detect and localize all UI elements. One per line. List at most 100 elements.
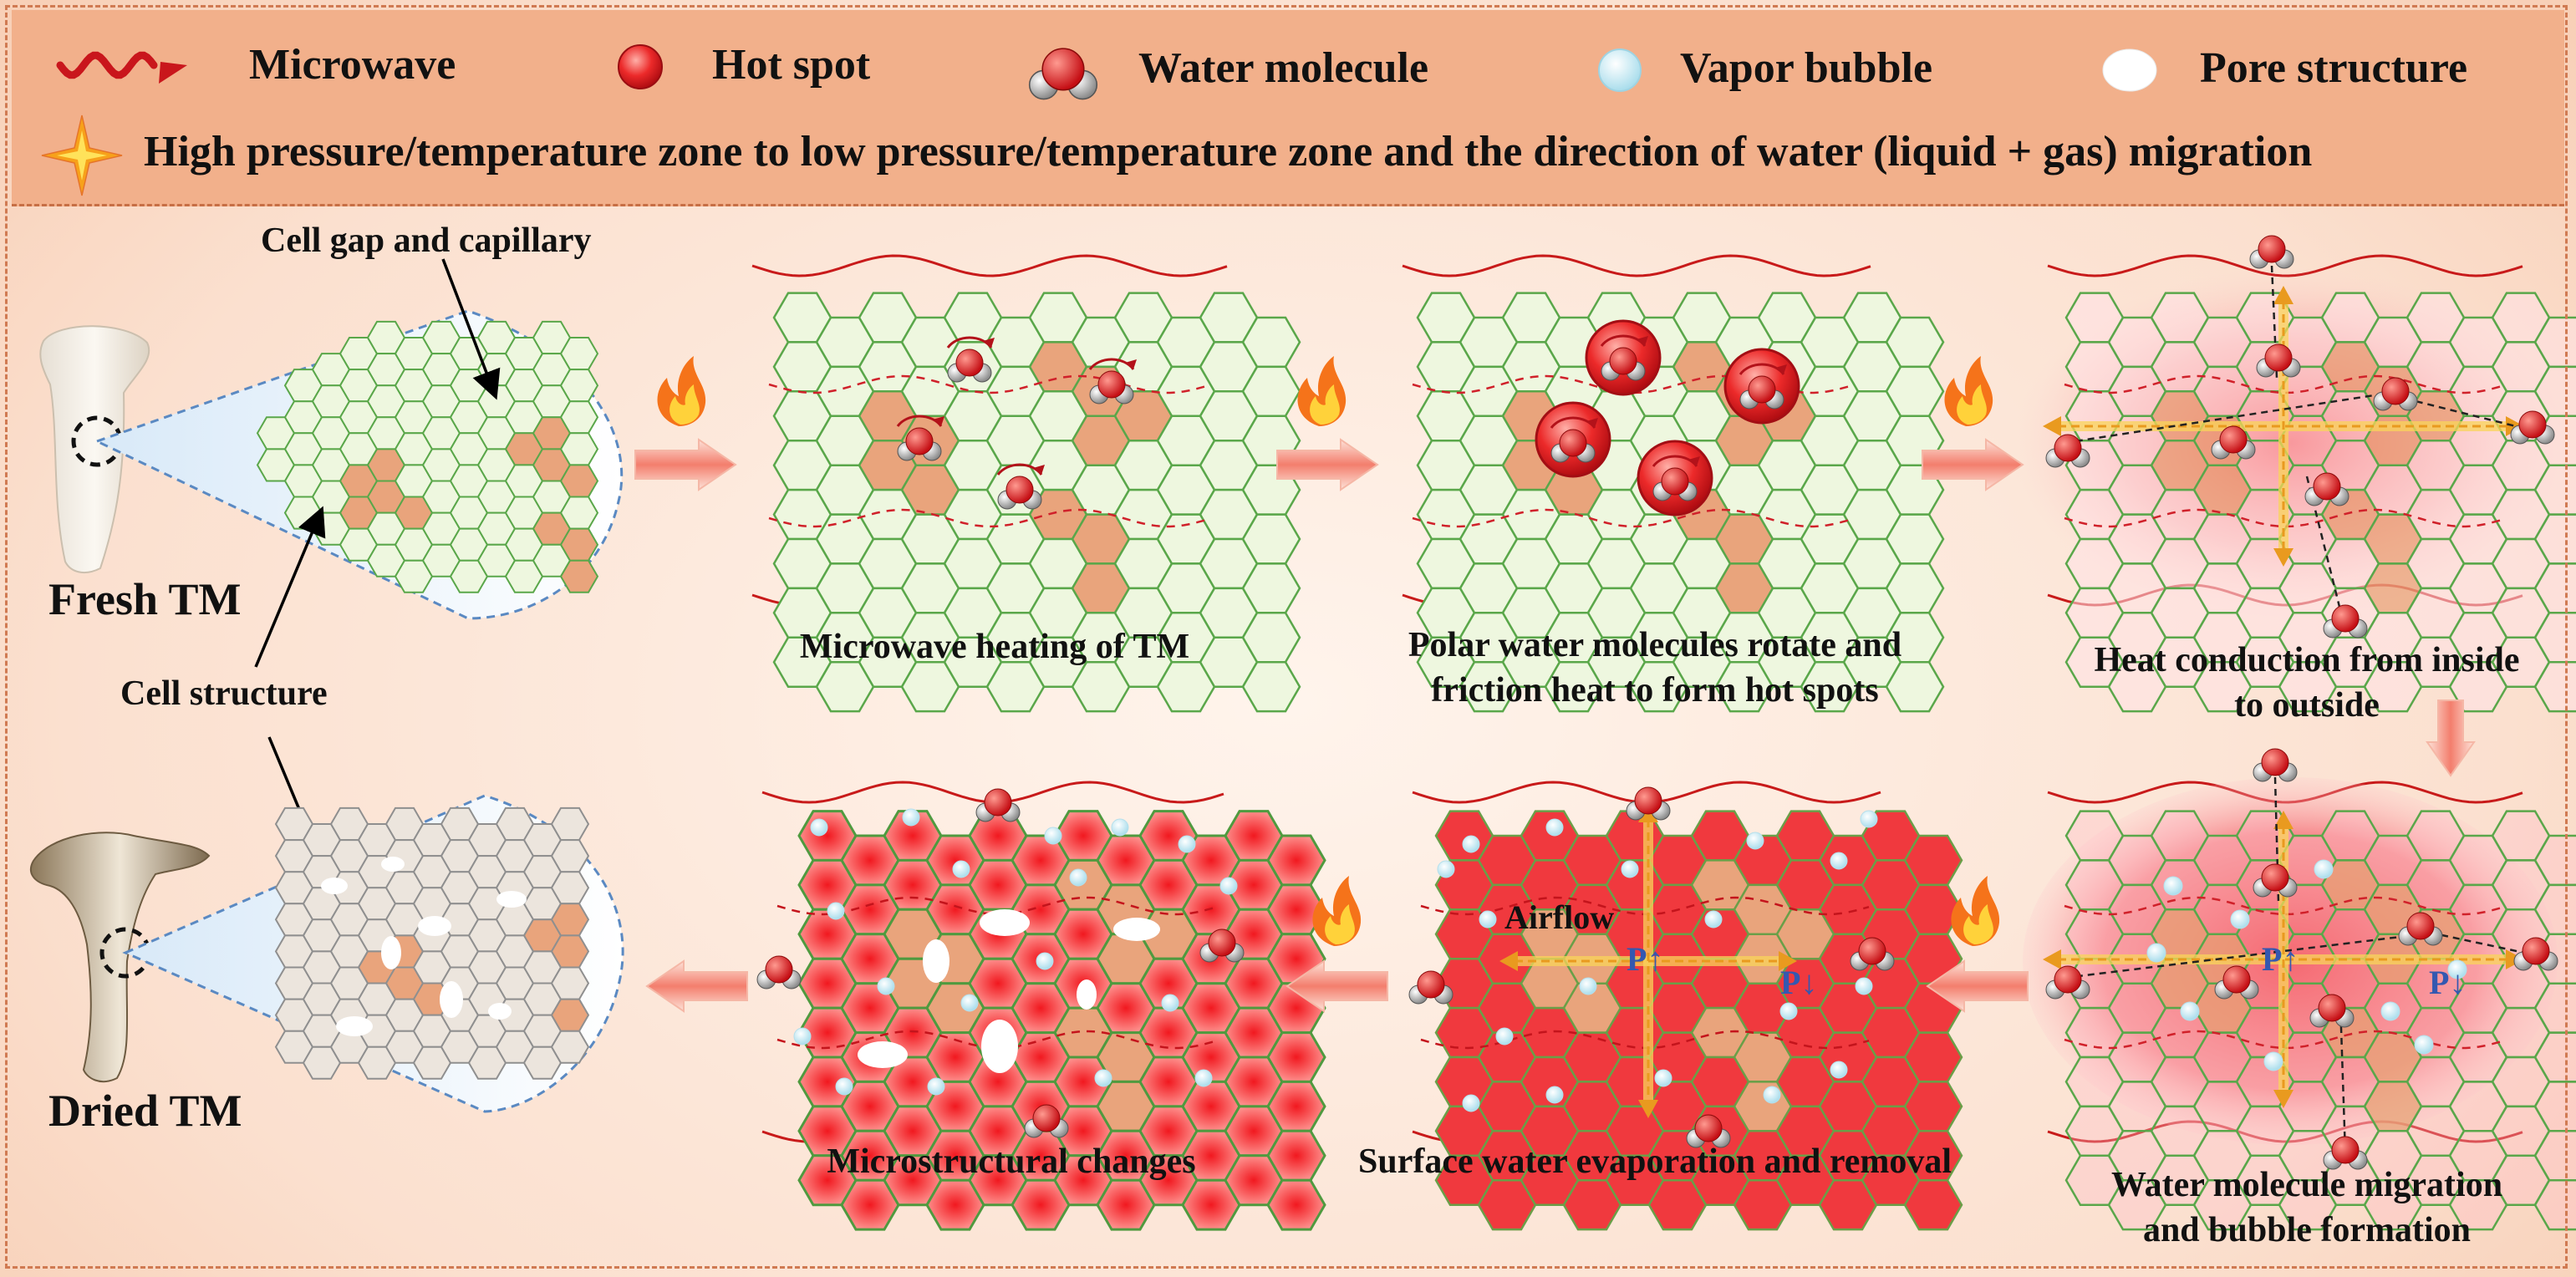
step3-path-horizontal bbox=[2064, 391, 2391, 445]
step3-migration-cross bbox=[2043, 286, 2524, 567]
legend-vapor-bubble-icon bbox=[1598, 48, 1642, 92]
step3-molecule-2 bbox=[2211, 425, 2256, 460]
dried-pore-4 bbox=[496, 891, 527, 908]
step3-molecule-1 bbox=[2256, 343, 2301, 378]
step2-hot-spot-4 bbox=[1637, 440, 1713, 516]
step1-molecule-3 bbox=[896, 415, 944, 461]
step3-panel bbox=[2014, 235, 2576, 713]
step4-bubble-7 bbox=[2447, 959, 2467, 979]
dried-cell-grid bbox=[274, 806, 590, 1080]
step4-path-down bbox=[2339, 1002, 2347, 1154]
step1-caption: Microwave heating of TM bbox=[799, 628, 1190, 666]
dried-pore-7 bbox=[336, 1016, 373, 1036]
step6-bubble-17 bbox=[1069, 868, 1087, 887]
fresh-tm-panel bbox=[39, 258, 624, 883]
step5-molecule-left bbox=[1408, 970, 1453, 1005]
legend-pore-structure-icon bbox=[2102, 48, 2157, 92]
step5-bubble-12 bbox=[1462, 1094, 1480, 1112]
step5-bubble-9 bbox=[1579, 977, 1597, 995]
step5-bubble-3 bbox=[1621, 860, 1639, 878]
step1-wave-top bbox=[751, 254, 1228, 277]
step1-molecule-4 bbox=[996, 463, 1045, 510]
step6-molecule-left bbox=[756, 955, 802, 990]
step6-bubble-10 bbox=[1161, 994, 1179, 1012]
step1-molecule-1 bbox=[946, 336, 995, 383]
flame-icon-4 bbox=[1951, 876, 2000, 946]
cell-gap-label: Cell gap and capillary bbox=[261, 221, 592, 260]
step2-hot-spot-3 bbox=[1535, 401, 1611, 478]
step5-bubble-11 bbox=[1830, 1061, 1848, 1079]
step3-caption-line2: to outside bbox=[2234, 686, 2380, 725]
flame-icon-1 bbox=[657, 356, 706, 426]
step6-bubble-7 bbox=[827, 902, 845, 920]
step6-molecule-top bbox=[975, 788, 1021, 822]
legend-hot-spot-label: Hot spot bbox=[712, 41, 871, 89]
fresh-tm-label: Fresh TM bbox=[48, 574, 242, 624]
step2-wave-top bbox=[1402, 254, 1871, 277]
pressure-low-label-5: P↓ bbox=[1780, 964, 1818, 1001]
step5-bubble-7 bbox=[1704, 910, 1723, 928]
step4-molecule-2 bbox=[2214, 965, 2259, 1000]
pressure-high-label-4: P↑ bbox=[2262, 940, 2299, 978]
step6-molecule-right bbox=[1199, 928, 1245, 963]
step2-caption-line2: friction heat to form hot spots bbox=[1431, 671, 1879, 710]
step6-bubble-18 bbox=[960, 994, 979, 1012]
flow-arrow-2-3 bbox=[1922, 438, 2024, 491]
step4-caption-line1: Water molecule migration bbox=[2110, 1166, 2503, 1204]
fresh-mushroom-image bbox=[39, 325, 150, 574]
step4-molecule-top bbox=[2253, 748, 2298, 782]
step6-bubble-2 bbox=[902, 808, 920, 827]
step4-path-right bbox=[2406, 926, 2525, 954]
legend-microwave-label: Microwave bbox=[249, 41, 456, 89]
step5-bubble-8 bbox=[1495, 1027, 1514, 1046]
legend-migration-icon bbox=[41, 114, 123, 196]
step6-bubble-12 bbox=[927, 1077, 945, 1096]
step4-molecule-left bbox=[2045, 965, 2090, 1000]
step5-caption: Surface water evaporation and removal bbox=[1357, 1142, 1952, 1181]
step6-caption: Microstructural changes bbox=[827, 1142, 1196, 1181]
step4-bubble-1 bbox=[2163, 876, 2183, 896]
step4-molecule-4 bbox=[2398, 912, 2443, 946]
step5-bubble-18 bbox=[1763, 1086, 1781, 1104]
flow-arrow-5-6 bbox=[1285, 959, 1388, 1013]
dried-tm-label: Dried TM bbox=[48, 1086, 242, 1136]
flame-icon-2 bbox=[1297, 356, 1347, 426]
pressure-low-label-4: P↓ bbox=[2429, 964, 2467, 1001]
step5-migration-cross bbox=[1499, 804, 1797, 1118]
legend-band bbox=[12, 10, 2564, 206]
step2-panel bbox=[1402, 254, 1945, 713]
step4-bubble-2 bbox=[2230, 909, 2250, 929]
step3-molecule-4 bbox=[2373, 377, 2418, 411]
dried-pore-6 bbox=[440, 981, 463, 1018]
step2-hot-spot-2 bbox=[1723, 348, 1800, 425]
cell-structure-label: Cell structure bbox=[120, 674, 328, 713]
step4-bubble-4 bbox=[2180, 1001, 2200, 1021]
flow-arrow-1-2 bbox=[1276, 438, 1379, 491]
pressure-high-label-5: P↑ bbox=[1627, 940, 1664, 978]
flow-arrow-3-4 bbox=[2426, 700, 2476, 777]
step5-bubble-14 bbox=[1654, 1069, 1672, 1087]
step6-bubble-4 bbox=[1044, 827, 1062, 845]
step5-bubble-17 bbox=[1437, 860, 1455, 878]
step6-bubble-14 bbox=[1194, 1069, 1213, 1087]
step2-caption-line1: Polar water molecules rotate and bbox=[1408, 626, 1902, 664]
step6-panel bbox=[756, 781, 1326, 1231]
step5-bubble-5 bbox=[1830, 852, 1848, 870]
step1-cell-grid bbox=[772, 292, 1301, 713]
step4-bubble-9 bbox=[2414, 1035, 2434, 1055]
step5-bubble-6 bbox=[1479, 910, 1497, 928]
step4-molecule-3 bbox=[2309, 994, 2355, 1028]
step3-molecule-3 bbox=[2304, 472, 2349, 506]
step4-bubble-6 bbox=[2380, 1001, 2400, 1021]
step6-bubble-13 bbox=[1094, 1069, 1112, 1087]
step5-molecule-right bbox=[1850, 937, 1895, 971]
step6-pore-6 bbox=[1077, 979, 1097, 1010]
step3-molecule-right bbox=[2510, 410, 2555, 445]
step6-pore-1 bbox=[980, 909, 1030, 936]
legend-hot-spot-icon bbox=[618, 44, 663, 89]
step6-pore-5 bbox=[981, 1020, 1018, 1073]
step6-bubble-1 bbox=[810, 818, 828, 837]
flow-arrow-0-1 bbox=[634, 438, 737, 491]
